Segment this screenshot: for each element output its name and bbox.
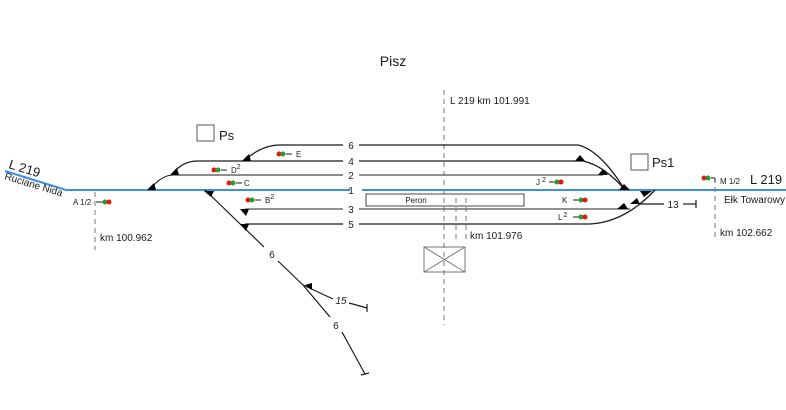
signal-m-label: M 1/2 xyxy=(720,177,741,186)
signal-a-red-lamp xyxy=(106,199,112,205)
track-6-number: 6 xyxy=(348,141,354,152)
signal-e-label: E xyxy=(296,150,301,159)
track-6 xyxy=(244,144,626,191)
signal-box-ps-label: Ps xyxy=(219,128,235,143)
signal-j[interactable] xyxy=(549,179,564,185)
east-direction: Ełk Towarowy xyxy=(724,195,785,206)
track-2-number: 2 xyxy=(348,171,354,182)
signal-a[interactable] xyxy=(96,199,112,205)
signal-box-ps-icon xyxy=(196,124,215,142)
signal-k-label: K xyxy=(562,196,568,205)
siding-13-number: 13 xyxy=(667,200,679,211)
track-5 xyxy=(245,189,656,225)
signal-c-label: C xyxy=(244,179,250,188)
station-axis-label: L 219 km 101.991 xyxy=(450,96,530,107)
signal-c[interactable] xyxy=(226,180,243,186)
siding-13 xyxy=(640,200,697,208)
signal-l[interactable] xyxy=(573,214,588,220)
track-3-number: 3 xyxy=(348,205,354,216)
km-post-east-label: km 102.662 xyxy=(720,228,773,239)
main-line xyxy=(4,170,786,191)
station-building-icon xyxy=(423,246,466,273)
signal-d-label: D2 xyxy=(231,164,241,175)
switch-markers xyxy=(147,154,652,290)
signal-m[interactable] xyxy=(701,175,716,183)
siding-15-number: 15 xyxy=(335,296,347,307)
track-5-number: 5 xyxy=(348,220,354,231)
east-throat-curve xyxy=(582,160,626,191)
station-title: Pisz xyxy=(380,53,406,69)
platform-label: Peron xyxy=(405,196,426,205)
signal-b-label: B2 xyxy=(265,194,274,205)
platform xyxy=(365,193,525,207)
platform-km-label: km 101.976 xyxy=(470,231,523,242)
signal-box-ps1-label: Ps1 xyxy=(652,155,674,170)
branch-9-15 xyxy=(204,189,370,376)
signal-k[interactable] xyxy=(573,197,588,203)
signal-d[interactable] xyxy=(211,167,228,173)
east-line-name: L 219 xyxy=(750,172,782,187)
signal-b[interactable] xyxy=(245,197,262,203)
signal-e[interactable] xyxy=(276,151,293,157)
siding-9-number: 9 xyxy=(269,248,275,259)
signal-l-label: L2 xyxy=(558,212,567,222)
km-post-west-label: km 100.962 xyxy=(100,233,153,244)
signal-box-ps1-icon xyxy=(630,153,649,171)
track-4-number: 4 xyxy=(348,157,354,168)
signal-a-label: A 1/2 xyxy=(73,198,92,207)
siding-9b-number: 9 xyxy=(333,319,339,330)
signal-a-green-lamp xyxy=(102,199,108,205)
track-1-number: 1 xyxy=(348,186,354,197)
